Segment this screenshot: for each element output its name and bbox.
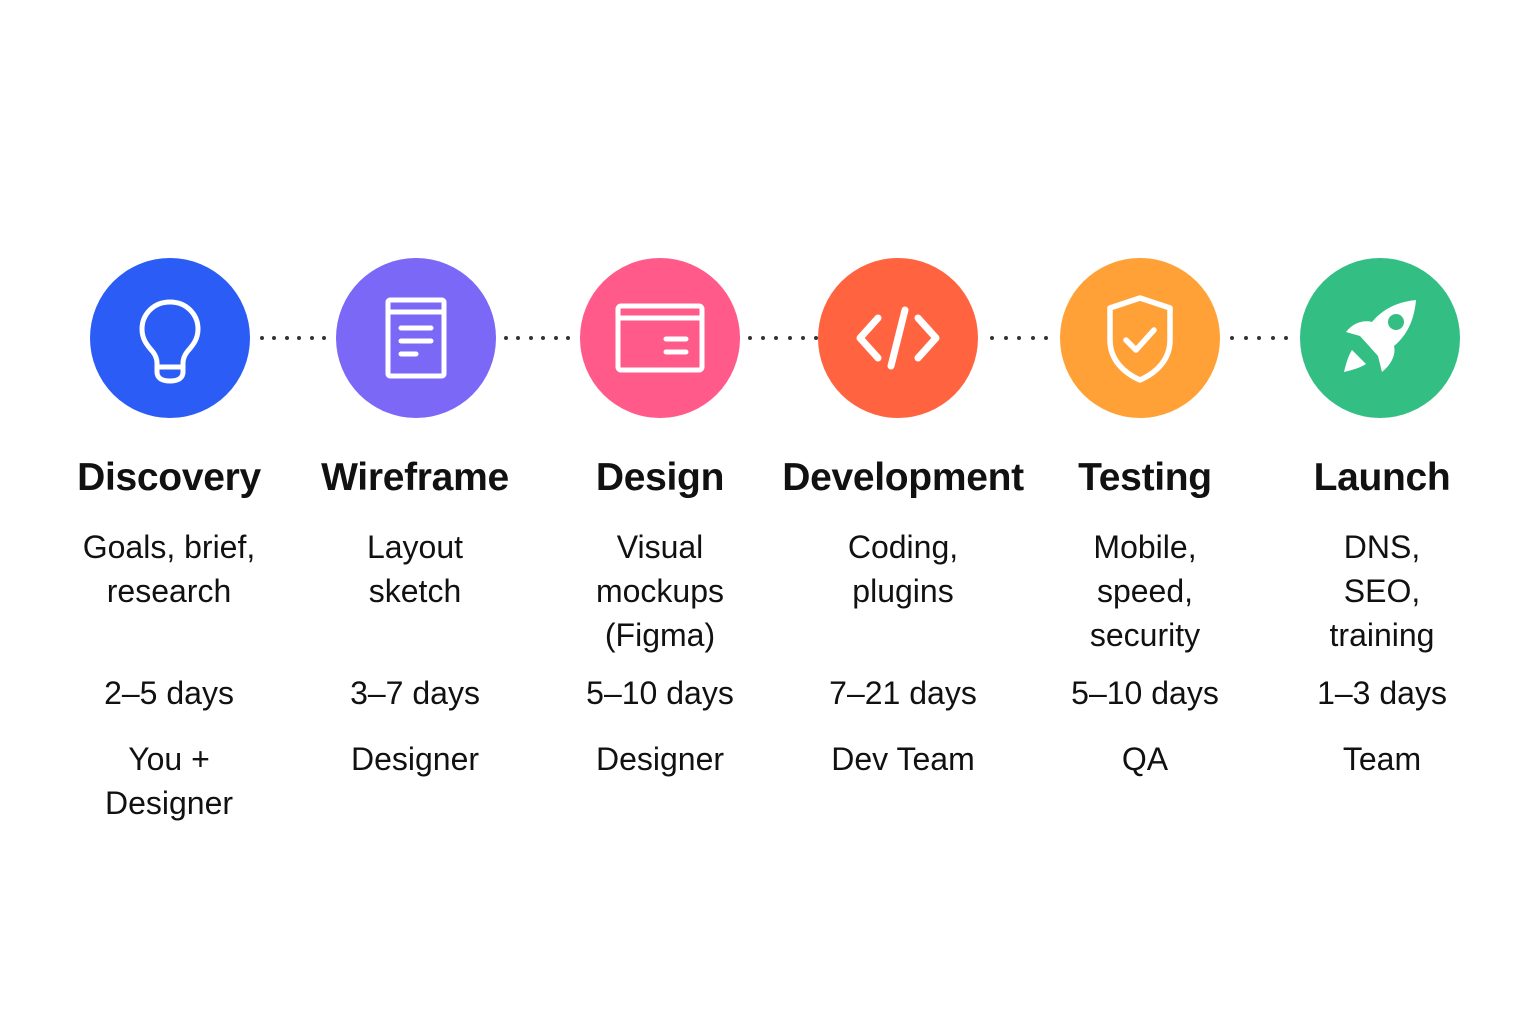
step-description: Goals, brief, research [82,529,256,609]
step-description: Mobile, speed, security [1089,529,1201,653]
step-discovery: Discovery Goals, brief, research 2–5 day… [44,455,294,821]
step-owner: QA [1121,741,1169,777]
step-title: Development [782,456,1024,499]
step-circle-wireframe [336,258,496,418]
connector-dots-5 [1230,336,1288,340]
step-circle-launch [1300,258,1460,418]
step-circle-development [818,258,978,418]
rocket-icon [1344,300,1416,372]
step-owner: Team [1342,741,1422,777]
step-duration: 1–3 days [1317,675,1447,711]
step-duration: 3–7 days [350,675,480,711]
wireframe-document-icon [385,297,447,379]
step-duration: 5–10 days [586,675,734,711]
step-duration: 2–5 days [104,675,234,711]
step-title: Design [595,456,725,499]
lightbulb-icon [139,299,201,384]
connector-dots-3 [748,336,818,340]
connector-dots-1 [260,336,326,340]
connector-dots-2 [504,336,570,340]
step-title: Testing [1078,456,1212,499]
step-development: Development Coding, plugins 7–21 days De… [778,455,1028,777]
step-testing: Testing Mobile, speed, security 5–10 day… [1020,455,1270,777]
step-duration: 7–21 days [829,675,977,711]
step-owner: You + Designer [104,741,234,821]
step-owner: Designer [595,741,725,777]
step-description: Coding, plugins [847,529,959,609]
step-description: Visual mockups (Figma) [595,529,725,653]
step-duration: 5–10 days [1071,675,1219,711]
browser-window-icon [615,303,705,373]
step-launch: Launch DNS, SEO, training 1–3 days Team [1257,455,1507,777]
step-title: Discovery [77,456,261,499]
step-owner: Designer [350,741,480,777]
connector-dots-4 [990,336,1048,340]
step-description: DNS, SEO, training [1329,529,1435,653]
step-circle-testing [1060,258,1220,418]
code-icon [856,306,940,370]
step-design: Design Visual mockups (Figma) 5–10 days … [535,455,785,777]
step-title: Launch [1313,456,1451,499]
step-wireframe: Wireframe Layout sketch 3–7 days Designe… [290,455,540,777]
step-title: Wireframe [321,456,509,499]
step-circle-design [580,258,740,418]
step-owner: Dev Team [831,741,975,777]
shield-check-icon [1107,295,1173,383]
step-circle-discovery [90,258,250,418]
step-description: Layout sketch [366,529,464,609]
